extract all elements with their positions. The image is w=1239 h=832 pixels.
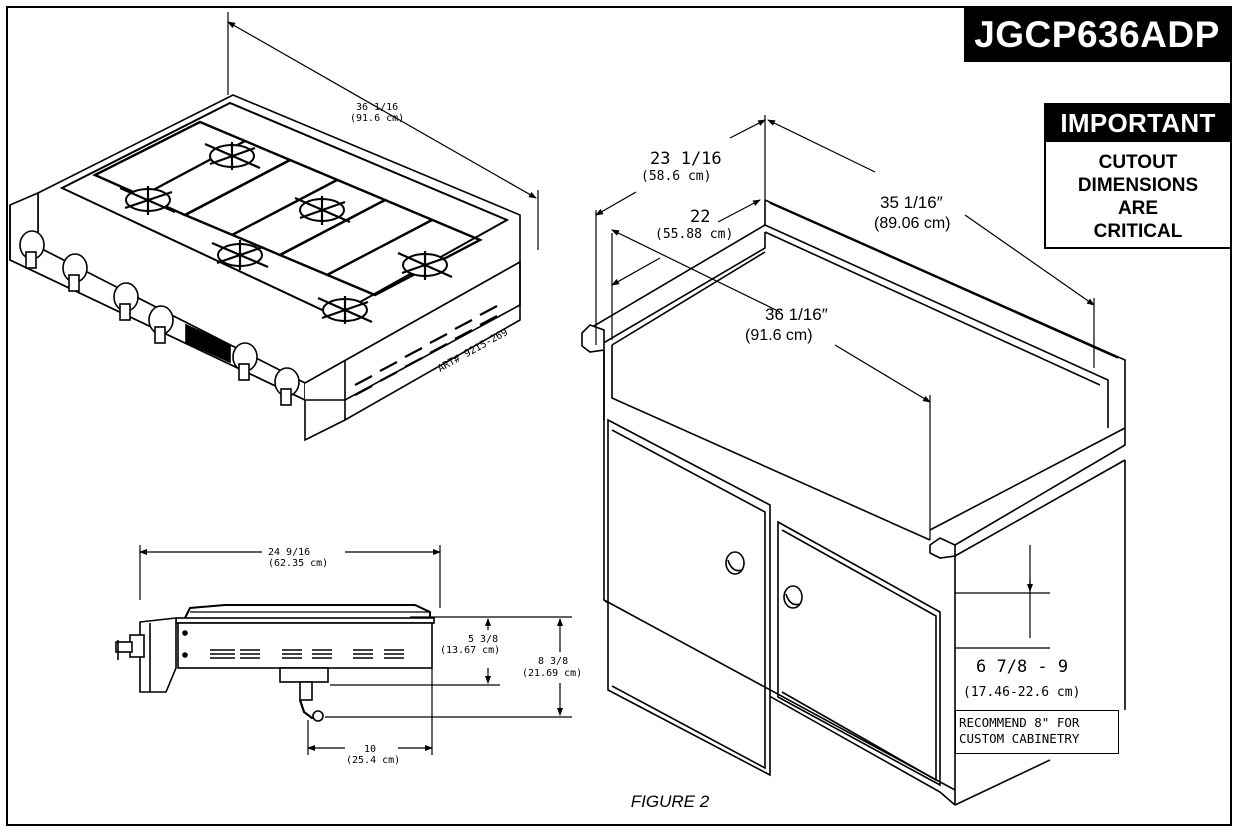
back-width-label: 35 1/16″ — [880, 193, 943, 212]
important-line: ARE — [1117, 198, 1159, 219]
back-width-cm-label: (89.06 cm) — [874, 215, 950, 232]
cooktop-width-cm-label: (91.6 cm) — [350, 113, 404, 124]
side-depth-cm-label: (62.35 cm) — [268, 558, 328, 569]
front-width-label: 36 1/16″ — [765, 305, 828, 324]
custom-cabinetry-note: RECOMMEND 8" FOR CUSTOM CABINETRY — [955, 710, 1119, 754]
cooktop-width-dimension — [227, 12, 539, 250]
clearance-cm-label: (17.46-22.6 cm) — [963, 685, 1080, 700]
gas-offset-label: 10 — [364, 744, 376, 755]
note-line: RECOMMEND 8" FOR — [959, 715, 1080, 730]
cutout-dimensions — [595, 115, 1095, 649]
model-number-banner: JGCP636ADP — [964, 8, 1230, 62]
clearance-label: 6 7/8 - 9 — [976, 657, 1068, 677]
important-line: CRITICAL — [1093, 221, 1183, 242]
overall-depth-label: 23 1/16 — [650, 149, 722, 169]
cooktop-isometric-view — [9, 94, 521, 442]
important-message: CUTOUT DIMENSIONS ARE CRITICAL — [1046, 142, 1230, 243]
figure-caption: FIGURE 2 — [630, 792, 710, 811]
overall-depth-cm-label: (58.6 cm) — [641, 169, 711, 184]
important-line: DIMENSIONS — [1077, 175, 1199, 196]
cabinet-cutout-view — [581, 199, 1126, 806]
cutout-depth-cm-label: (55.88 cm) — [655, 227, 733, 242]
side-view-dimensions — [139, 545, 572, 755]
height-b-label: 8 3/8 — [538, 656, 568, 667]
gas-offset-cm-label: (25.4 cm) — [346, 755, 400, 766]
height-b-cm-label: (21.69 cm) — [522, 668, 582, 679]
important-heading: IMPORTANT — [1046, 105, 1230, 142]
page-border — [6, 6, 1232, 826]
cooktop-side-view — [115, 604, 435, 722]
cutout-depth-label: 22 — [690, 207, 710, 227]
note-line: CUSTOM CABINETRY — [959, 731, 1080, 746]
side-depth-label: 24 9/16 — [268, 547, 310, 558]
cooktop-width-label: 36 1/16 — [356, 102, 398, 113]
important-line: CUTOUT — [1098, 152, 1178, 173]
important-callout: IMPORTANT CUTOUT DIMENSIONS ARE CRITICAL — [1044, 103, 1232, 249]
model-number: JGCP636ADP — [974, 14, 1220, 55]
height-a-label: 5 3/8 — [468, 634, 498, 645]
front-width-cm-label: (91.6 cm) — [745, 327, 813, 344]
height-a-cm-label: (13.67 cm) — [440, 645, 500, 656]
